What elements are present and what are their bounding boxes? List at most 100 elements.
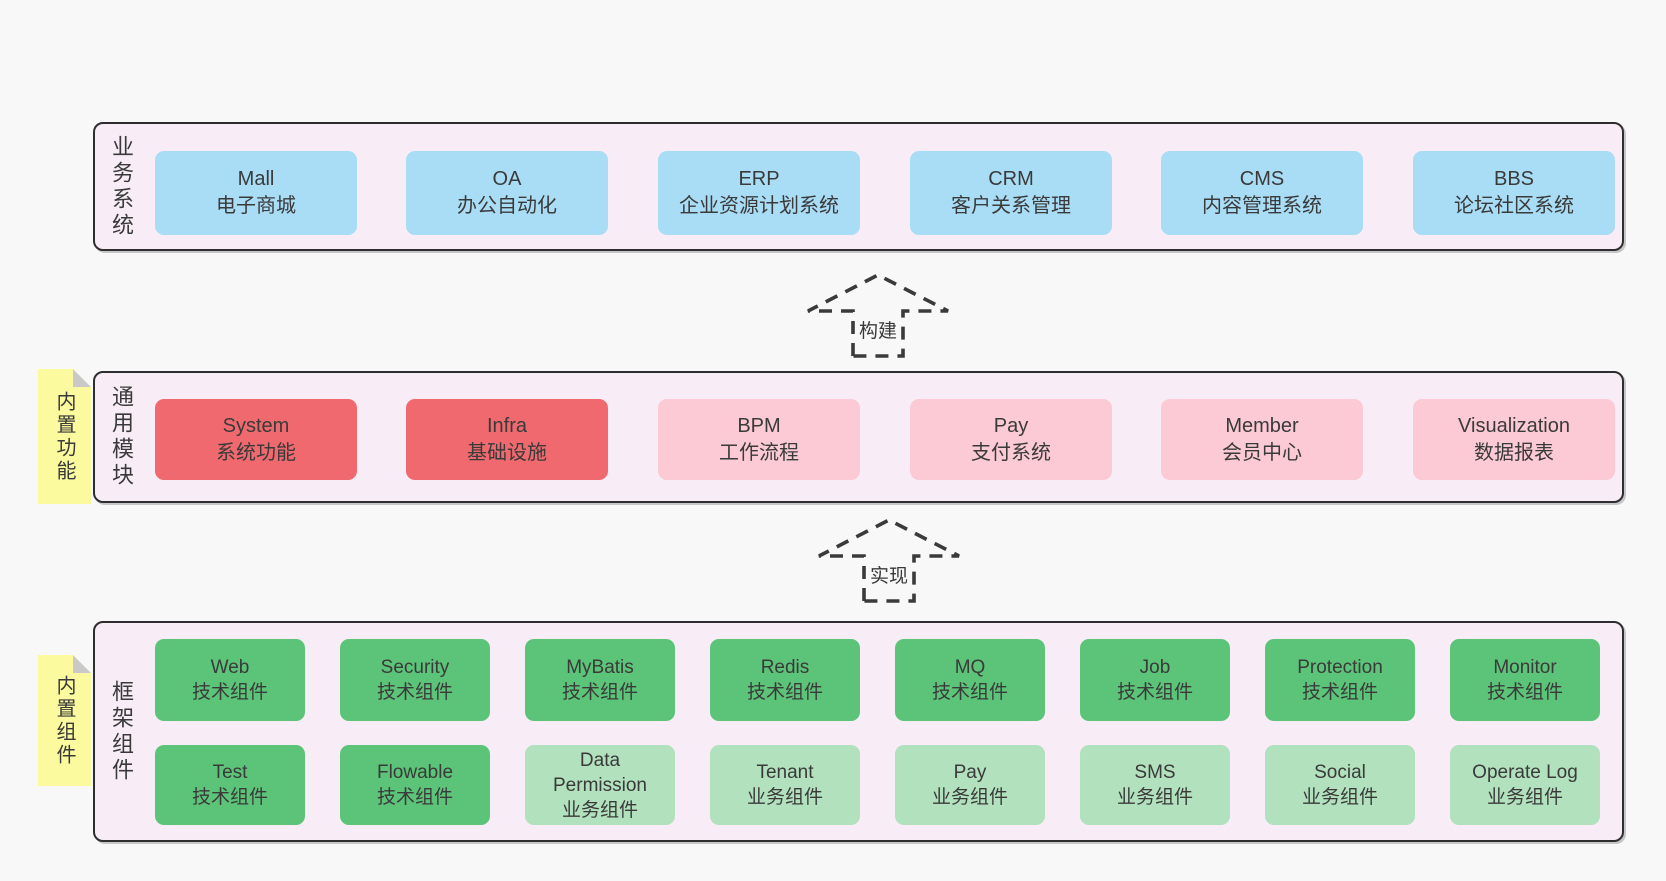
box-subtitle: 基础设施: [467, 441, 547, 464]
box-subtitle: 技术组件: [376, 682, 453, 703]
box-subtitle: 技术组件: [1486, 682, 1563, 703]
box-title: Monitor: [1493, 657, 1557, 678]
box-title: Pay: [993, 414, 1029, 437]
sticky-builtin-components: 内置组件: [38, 655, 91, 786]
box-subtitle: 支付系统: [971, 441, 1051, 464]
box-subtitle: 技术组件: [191, 682, 268, 703]
box-title: Social: [1314, 762, 1366, 783]
box-visualization: Visualization 数据报表: [1413, 399, 1615, 480]
box-subtitle: 办公自动化: [457, 195, 557, 217]
box-title: Operate Log: [1472, 762, 1578, 783]
box-cms: CMS 内容管理系统: [1161, 151, 1363, 235]
box-redis: Redis 技术组件: [710, 639, 860, 721]
band-business-systems: 业务系统 Mall 电子商城 OA 办公自动化 ERP 企业资源计划系统 CRM…: [93, 122, 1624, 251]
box-mybatis: MyBatis 技术组件: [525, 639, 675, 721]
box-title: Redis: [760, 657, 810, 678]
box-pay-module: Pay 支付系统: [910, 399, 1112, 480]
box-title: BBS: [1493, 168, 1535, 190]
box-crm: CRM 客户关系管理: [910, 151, 1112, 235]
box-subtitle: 系统功能: [216, 441, 296, 464]
box-title: Infra: [486, 414, 528, 437]
arrow-build: 构建: [805, 272, 951, 358]
arrow-implement: 实现: [816, 517, 962, 603]
box-subtitle: 客户关系管理: [951, 195, 1071, 217]
box-oa: OA 办公自动化: [406, 151, 608, 235]
box-bbs: BBS 论坛社区系统: [1413, 151, 1615, 235]
box-security: Security 技术组件: [340, 639, 490, 721]
box-protection: Protection 技术组件: [1265, 639, 1415, 721]
box-title: BPM: [737, 414, 781, 437]
box-flowable: Flowable 技术组件: [340, 745, 490, 825]
box-subtitle: 会员中心: [1222, 441, 1302, 464]
box-web: Web 技术组件: [155, 639, 305, 721]
box-title: Mall: [237, 168, 275, 190]
box-title: Security: [380, 657, 450, 678]
box-sms: SMS 业务组件: [1080, 745, 1230, 825]
box-data-permission: Data Permission 业务组件: [525, 745, 675, 825]
band-framework-label: 框架组件: [109, 679, 134, 784]
box-infra: Infra 基础设施: [406, 399, 608, 480]
box-subtitle: 业务组件: [1116, 787, 1193, 808]
box-monitor: Monitor 技术组件: [1450, 639, 1600, 721]
box-title: Job: [1139, 657, 1171, 678]
box-tenant: Tenant 业务组件: [710, 745, 860, 825]
box-title: Flowable: [376, 762, 454, 783]
box-title: MQ: [954, 657, 986, 678]
box-member: Member 会员中心: [1161, 399, 1363, 480]
sticky-fold-icon: [73, 369, 91, 387]
box-title: SMS: [1134, 762, 1176, 783]
box-operate-log: Operate Log 业务组件: [1450, 745, 1600, 825]
band-common-modules: 通用模块 System 系统功能 Infra 基础设施 BPM 工作流程 Pay…: [93, 371, 1624, 503]
box-subtitle: 业务组件: [1486, 787, 1563, 808]
box-subtitle: 业务组件: [931, 787, 1008, 808]
box-title: CRM: [988, 168, 1034, 190]
band-modules-label: 通用模块: [109, 385, 134, 489]
box-subtitle: 业务组件: [1301, 787, 1378, 808]
box-title: ERP: [738, 168, 780, 190]
band-framework-components: 框架组件 Web 技术组件 Security 技术组件 MyBatis 技术组件…: [93, 621, 1624, 842]
sticky-fold-icon: [73, 655, 91, 673]
box-title: CMS: [1239, 168, 1285, 190]
box-subtitle: 业务组件: [746, 787, 823, 808]
box-pay-component: Pay 业务组件: [895, 745, 1045, 825]
box-title: Web: [210, 657, 250, 678]
dashed-up-arrow-icon: [807, 272, 949, 358]
arrow-build-label: 构建: [856, 316, 900, 343]
box-job: Job 技术组件: [1080, 639, 1230, 721]
box-title: OA: [492, 168, 522, 190]
box-mall: Mall 电子商城: [155, 151, 357, 235]
box-subtitle: 电子商城: [216, 195, 296, 217]
box-subtitle: 内容管理系统: [1202, 195, 1322, 217]
box-subtitle: 技术组件: [191, 787, 268, 808]
box-test: Test 技术组件: [155, 745, 305, 825]
box-subtitle: 技术组件: [376, 787, 453, 808]
box-subtitle: 技术组件: [746, 682, 823, 703]
sticky-builtin-features-label: 内置功能: [53, 390, 75, 483]
box-subtitle: 工作流程: [719, 441, 799, 464]
box-subtitle: 业务组件: [561, 799, 638, 821]
box-subtitle: 数据报表: [1474, 441, 1554, 464]
box-social: Social 业务组件: [1265, 745, 1415, 825]
band-business-label: 业务系统: [109, 134, 134, 239]
box-erp: ERP 企业资源计划系统: [658, 151, 860, 235]
box-title: MyBatis: [566, 657, 634, 678]
box-title: Protection: [1297, 657, 1383, 678]
box-title: Visualization: [1458, 414, 1570, 437]
box-subtitle: 技术组件: [1301, 682, 1378, 703]
dashed-up-arrow-icon: [818, 517, 960, 603]
box-subtitle: 技术组件: [561, 682, 638, 703]
box-title: Pay: [953, 762, 987, 783]
box-title: Test: [212, 762, 248, 783]
box-title: Member: [1225, 414, 1299, 437]
box-subtitle: 企业资源计划系统: [679, 195, 839, 217]
sticky-builtin-features: 内置功能: [38, 369, 91, 504]
box-subtitle: 技术组件: [1116, 682, 1193, 703]
box-subtitle: 论坛社区系统: [1454, 195, 1574, 217]
box-system: System 系统功能: [155, 399, 357, 480]
box-bpm: BPM 工作流程: [658, 399, 860, 480]
sticky-builtin-components-label: 内置组件: [53, 674, 75, 767]
arrow-implement-label: 实现: [867, 561, 911, 588]
box-title: Tenant: [756, 762, 814, 783]
box-title: System: [222, 414, 290, 437]
